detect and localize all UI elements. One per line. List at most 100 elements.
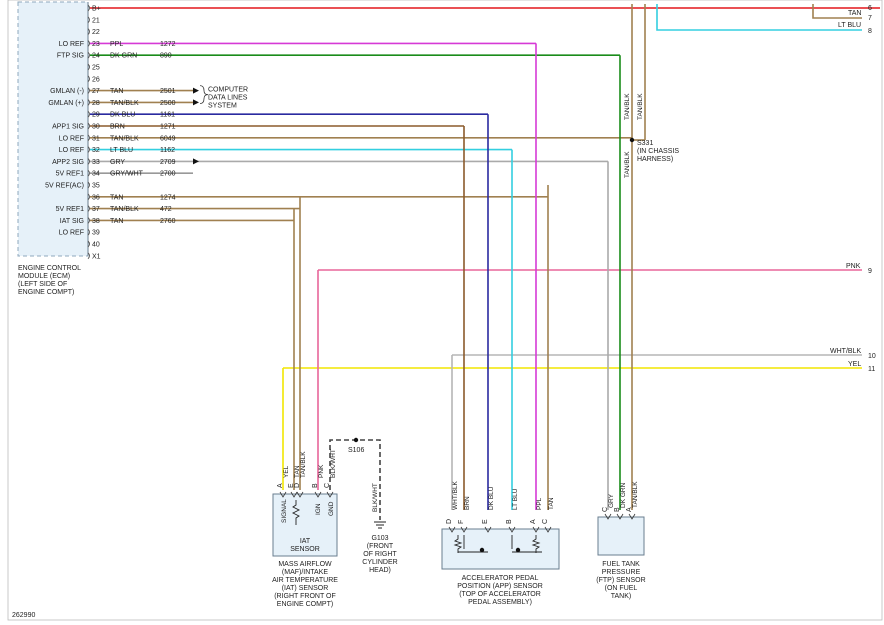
app-label: ACCELERATOR PEDAL [462,575,539,582]
ecm-pin-notch [87,193,90,201]
ecm-pin-notch [87,240,90,248]
wire-color-label: GRY/WHT [110,171,144,178]
ecm-pin-function: IAT SIG [60,218,84,225]
circuit-number: 2760 [160,218,176,225]
ecm-pin-notch [87,16,90,24]
ecm-pin-number: 21 [92,17,100,24]
ftp-sensor-box [597,516,645,556]
ecm-pin-notch [87,75,90,83]
app-pin-letter: F [458,520,465,524]
ecm-pin-number: 33 [92,159,100,166]
ecm-pin-notch [87,217,90,224]
ecm-pin-number: 27 [92,88,100,95]
ecm-pin-notch [87,110,90,118]
maf-label: (MAF)/INTAKE [282,569,328,576]
maf-label: MASS AIRFLOW [278,561,332,568]
circuit-number: 2709 [160,159,176,166]
pin-arrow [508,526,516,533]
wire-color-label: DK BLU [110,112,135,119]
app-sensor-box [441,528,560,570]
ecm-pin-number: 29 [92,112,100,119]
splice-s331-label: S331 [637,140,653,147]
pin-arrow [628,513,636,520]
pin-arrow [296,491,304,498]
ecm-pin-number: X1 [92,253,101,260]
ecm-pin-number: 36 [92,194,100,201]
circuit-number: 1161 [160,112,175,119]
ecm-pin-number: 32 [92,147,100,154]
wire-end-label: TAN [848,10,861,17]
app-pin-letter: C [542,519,549,524]
pin-arrow [290,491,298,498]
maf-box-label: IAT [300,538,311,545]
wire-color-label: LT BLU [110,147,133,154]
app-pin-letter: D [446,519,453,524]
ecm-pin-function: 5V REF(AC) [45,183,84,190]
circuit-number: 1162 [160,147,175,154]
wire-color-label: TAN [110,88,123,95]
ecm-pin-notch [87,122,90,130]
splice-s331 [629,137,635,143]
ecm-pin-function: 5V REF1 [56,171,85,178]
ftp-label: (ON FUEL [605,585,638,592]
ecm-pin-number: B+ [92,6,101,13]
computer-data-label: COMPUTER [208,87,248,94]
splice-s106 [353,437,359,443]
ecm-pin-number: 26 [92,76,100,83]
ecm-pin-notch [87,169,90,177]
ground-wire-label: BLK/WHT [372,483,379,512]
wire-end-number: 7 [868,15,872,22]
app-pin-color: PPL [536,497,543,510]
pin-arrow [484,526,492,533]
ecm-pin-function: APP2 SIG [52,159,84,166]
wire-end-number: 10 [868,353,876,360]
ecm-pin-notch [87,205,90,212]
circuit-number: 1272 [160,41,176,48]
app-pin-letter: B [506,519,513,524]
pin-arrow [532,526,540,533]
ecm-pin-notch [87,134,90,142]
ground-symbol [374,521,386,529]
wire-color-label: PPL [110,41,123,48]
maf-ign-label: IGN [315,503,322,515]
app-pin-color: WHT/BLK [452,480,459,510]
ecm-pin-function: LO REF [59,230,84,237]
circuit-number: 1271 [160,124,176,131]
maf-signal-label: SIGNAL [281,499,288,523]
ecm-pin-function: GMLAN (-) [50,88,84,95]
maf-pin-letter: E [288,483,295,488]
ftp-pin-letter: C [602,507,609,512]
ftp-label: TANK) [611,593,631,600]
pin-arrow [616,513,624,520]
ecm-pin-notch [87,51,90,59]
ground-label: HEAD) [369,567,391,574]
ftp-label: FUEL TANK [602,561,640,568]
app-pin-letter: E [482,519,489,524]
ecm-pin-notch [87,87,90,94]
pin-arrow [326,491,334,498]
wires-layer [90,4,880,520]
ftp-pin-color: GRY [608,493,615,508]
ecm-pin-notch [87,228,90,236]
ecm-label: ENGINE CONTROL [18,265,81,272]
wire-color-label: TAN/BLK [624,93,631,120]
wire-end-number: 8 [868,28,872,35]
ecm-pin-number: 35 [92,183,100,190]
diagram-frame [7,0,883,621]
maf-pin-color: TAN [294,465,301,478]
wire-color-label: TAN/BLK [110,135,139,142]
maf-label: AIR TEMPERATURE [272,577,338,584]
ecm-pin-notch [87,146,90,153]
ecm-label: MODULE (ECM) [18,273,70,280]
wire-color-label: BRN [110,124,125,131]
wire-end-label: YEL [848,361,861,368]
ftp-label: PRESSURE [602,569,641,576]
ecm-pin-number: 28 [92,100,100,107]
computer-data-label: DATA LINES [208,95,248,102]
ecm-pin-notch [87,40,90,47]
wire-end-number: 11 [868,366,875,373]
ground-label: G103 [371,535,388,542]
ecm-pin-function: APP1 SIG [52,124,84,131]
ecm-module [17,1,89,257]
computer-data-label: SYSTEM [208,103,237,110]
